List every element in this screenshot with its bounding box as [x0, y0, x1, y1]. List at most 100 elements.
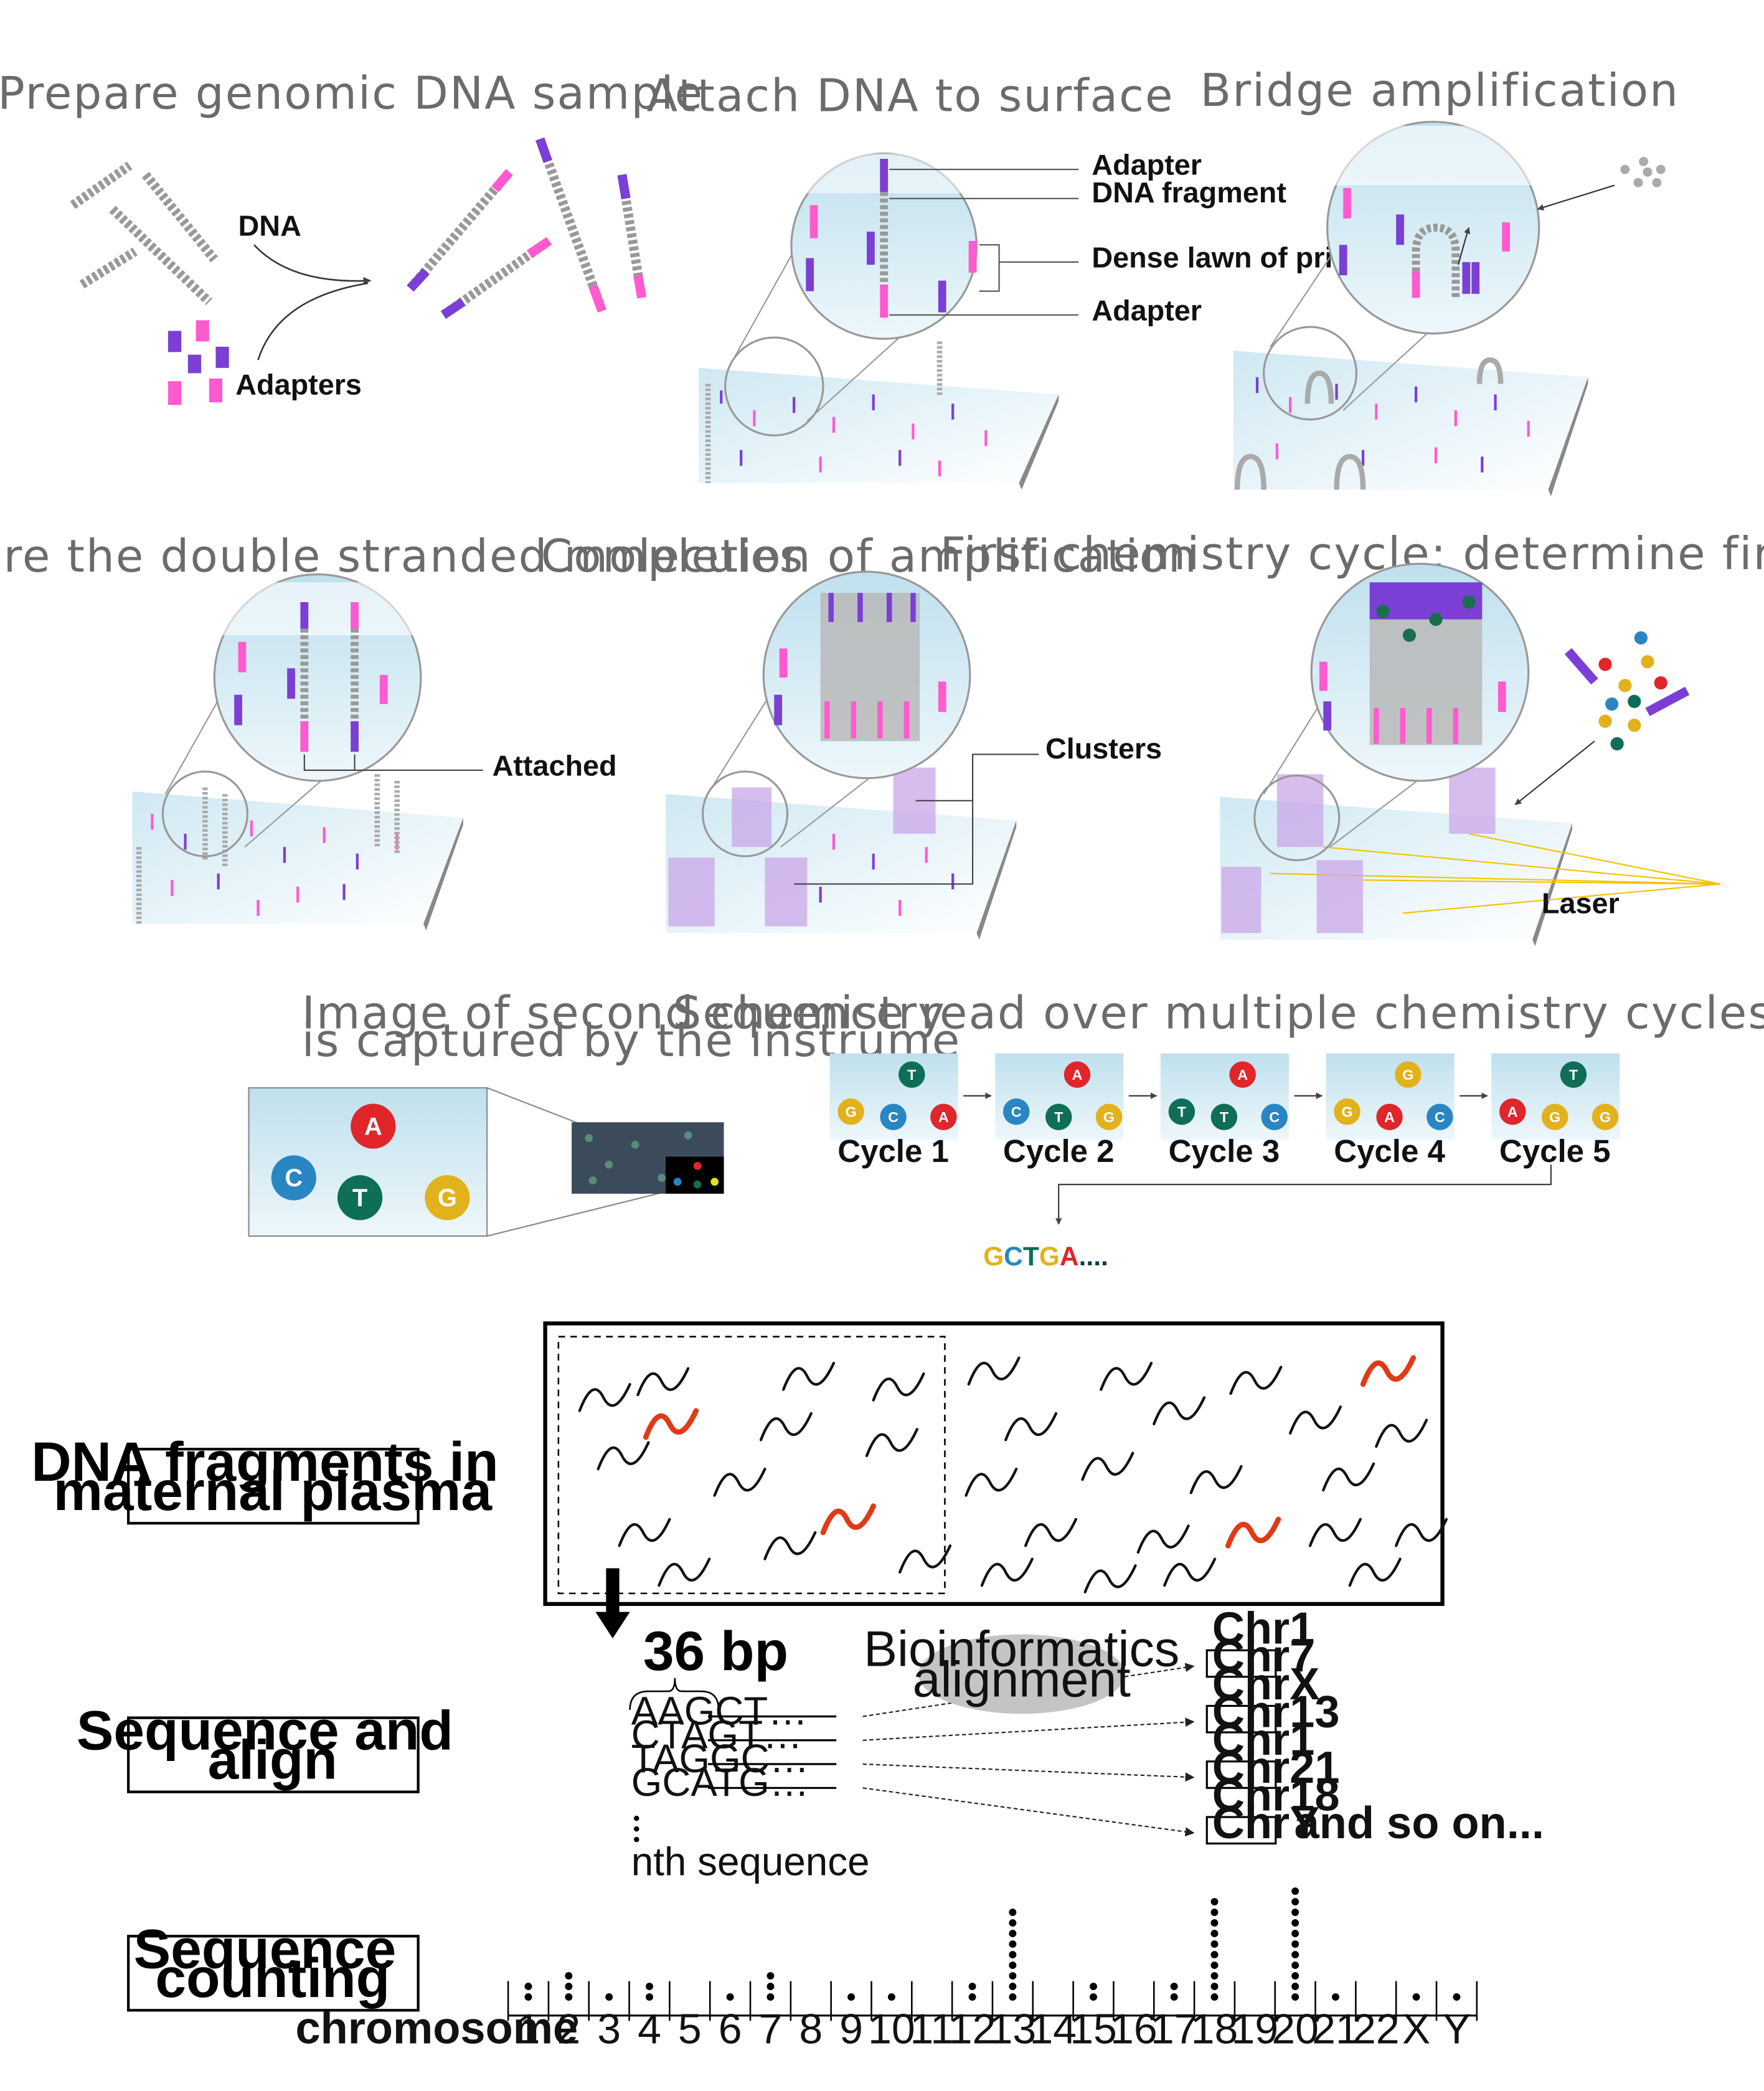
nucleotide-dots: [1620, 156, 1666, 187]
svg-text:G: G: [1600, 1109, 1611, 1125]
chromosome: Chr1: [1212, 1604, 1315, 1654]
x-tick-label: 11: [910, 2005, 954, 2052]
base-token-A: A: [1064, 1061, 1091, 1088]
count-dot-chr2: [565, 1983, 573, 1991]
base-token-T: T: [1168, 1098, 1196, 1125]
count-dot-chr12: [968, 1983, 976, 1991]
count-dot-chr4: [646, 1983, 653, 1991]
clusters-label: Clusters: [1045, 732, 1162, 765]
result-base: G: [983, 1242, 1004, 1272]
sequence-result: GCTGA....: [983, 1242, 1108, 1272]
dna-fragment: [618, 1518, 671, 1547]
x-tick-label: Y: [1443, 2005, 1471, 2052]
count-dot-chr13: [1009, 1951, 1017, 1959]
count-dot-chr20: [1291, 1940, 1299, 1948]
step-fragments-box: [127, 1448, 420, 1525]
panel-sequence-read: Sequence read over multiple chemistry cy…: [672, 987, 1764, 1271]
plasma-box: [543, 1321, 1448, 1607]
base-token-T: T: [1210, 1103, 1238, 1131]
dna-fragment: [1163, 1557, 1217, 1587]
cluster-blocks: [1221, 767, 1496, 933]
base-token-G: G: [1395, 1061, 1422, 1088]
chromosome-boxed: Chr21: [1212, 1743, 1340, 1793]
fetal-fragment: [1225, 1516, 1281, 1549]
down-arrow: [595, 1568, 630, 1639]
svg-text:T: T: [1177, 1103, 1187, 1120]
svg-text:T: T: [907, 1067, 917, 1083]
dna-fragment: [763, 1531, 817, 1560]
svg-text:G: G: [1103, 1109, 1115, 1125]
count-dot-chr13: [1009, 1993, 1017, 2001]
svg-text:A: A: [1237, 1067, 1248, 1083]
read-3: TAGGC…: [631, 1736, 809, 1781]
step-counting-box: [127, 1935, 420, 2012]
count-dot-chr20: [1291, 1887, 1299, 1895]
base-token-G: G: [1334, 1098, 1361, 1125]
x-tick-label: 7: [759, 2005, 783, 2052]
svg-text:C: C: [1011, 1103, 1022, 1120]
svg-text:T: T: [352, 1184, 367, 1212]
base-token-T: T: [1045, 1103, 1072, 1131]
count-dot-chr7: [766, 1993, 775, 2001]
adapter-blocks: [167, 320, 229, 405]
panel-title: Prepare genomic DNA sample: [0, 67, 704, 120]
dna-fragment: [1153, 1396, 1206, 1425]
count-dot-chr20: [1291, 1909, 1299, 1917]
dna-fragment: [1348, 1557, 1402, 1587]
fetal-fragment: [820, 1503, 876, 1536]
bioinformatics-ellipse: [918, 1634, 1125, 1714]
base-token-A: A: [351, 1103, 396, 1149]
bp-label: 36 bp: [643, 1620, 788, 1682]
dna-fragment: [980, 1557, 1034, 1587]
count-dot-chr18: [1210, 1961, 1219, 1970]
fetal-fragment: [1360, 1355, 1417, 1387]
dna-fragment: [1229, 1366, 1283, 1395]
count-dot-chr17: [1170, 1983, 1178, 1991]
base-token-C: C: [880, 1103, 907, 1131]
read-4: GCATG…: [631, 1760, 809, 1805]
panel-title: Bridge amplification: [1200, 65, 1680, 117]
fluor-stars: [1376, 595, 1476, 642]
x-tick-label: 10: [868, 2005, 915, 2052]
count-dot-chr20: [1291, 1898, 1299, 1906]
count-dot-chr1: [524, 1993, 532, 2001]
dna-fragment: [965, 1467, 1018, 1497]
base-token-A: A: [1229, 1061, 1256, 1088]
count-dot-chr18: [1210, 1983, 1219, 1991]
base-token-C: C: [1427, 1103, 1453, 1131]
step-sequence-label: Sequence and align: [77, 1699, 469, 1791]
svg-text:C: C: [888, 1109, 899, 1125]
count-dot-chr2: [565, 1993, 573, 2001]
result-base: A: [1060, 1242, 1079, 1272]
panel-title: Denature the double stranded molecules: [0, 531, 804, 583]
x-tick-label: 9: [839, 2005, 863, 2052]
count-dot-chr15: [1090, 1983, 1097, 1991]
count-dot-chr20: [1291, 1951, 1299, 1959]
count-dot-chr3: [605, 1993, 613, 2001]
count-dot-chr2: [565, 1972, 573, 1980]
count-dot-chr18: [1210, 1909, 1219, 1917]
count-dot-chr18: [1210, 1940, 1219, 1948]
x-tick-label: 17: [1151, 2005, 1198, 2052]
svg-text:A: A: [364, 1113, 382, 1140]
x-tick-label: 18: [1191, 2005, 1238, 2052]
count-dot-chr9: [847, 1993, 856, 2001]
count-dot-chr6: [726, 1993, 734, 2001]
x-tick-label: 4: [638, 2005, 661, 2052]
svg-text:T: T: [1054, 1109, 1064, 1125]
adapter-label-top: Adapter: [1092, 149, 1202, 181]
svg-text:G: G: [1402, 1067, 1413, 1083]
dna-fragment: [1322, 1462, 1375, 1492]
count-dot-chrY: [1453, 1993, 1461, 2001]
dna-fragment: [967, 1356, 1021, 1386]
result-suffix: ....: [1079, 1242, 1108, 1272]
count-dot-chr20: [1291, 1972, 1299, 1980]
x-tick-label: X: [1402, 2005, 1430, 2052]
chromosome: Chr18: [1212, 1770, 1340, 1820]
count-dot-chr20: [1291, 1961, 1299, 1970]
count-dot-chr18: [1210, 1898, 1219, 1906]
